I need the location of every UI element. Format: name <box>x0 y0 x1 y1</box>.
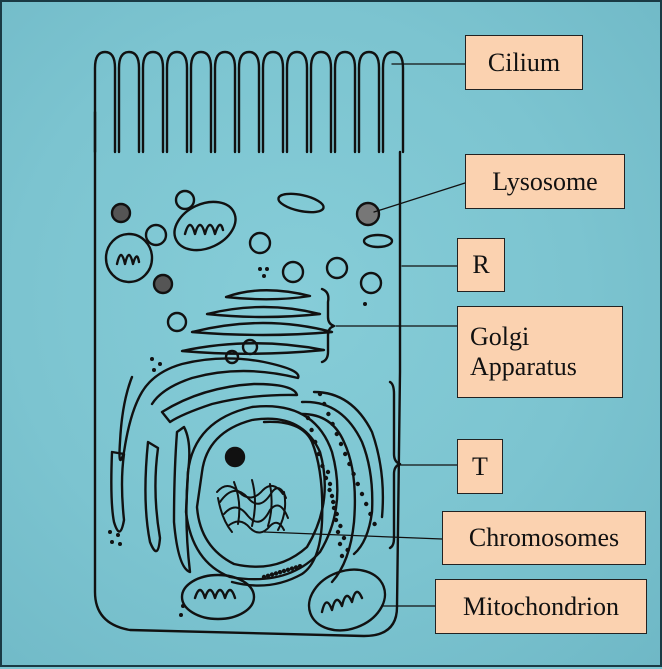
ribosome-dot <box>372 521 377 527</box>
cilium-projection <box>357 50 381 154</box>
ribosome-dot <box>330 421 335 427</box>
ribosome-dot <box>368 511 373 517</box>
cilium-projection <box>141 50 165 154</box>
small-elongated-vesicle <box>362 233 394 249</box>
label-r: R <box>457 238 505 292</box>
label-chromosomes-text: Chromosomes <box>468 523 620 553</box>
ribosome-dot <box>317 391 323 397</box>
cilium-projection <box>165 50 189 154</box>
ribosome-dot <box>335 529 341 535</box>
ribosome-dot <box>327 481 333 487</box>
ribosome-dot <box>338 523 343 529</box>
ribosome-dot <box>320 463 325 469</box>
ribosome-dot <box>331 499 336 505</box>
ribosome-dot <box>297 564 303 569</box>
cilium-projection <box>285 50 309 154</box>
ribosome-dot <box>305 415 311 421</box>
ribosome-dot <box>338 441 344 447</box>
rough-er <box>230 390 385 587</box>
t-bracket <box>388 380 402 550</box>
ribosome-dot <box>281 568 287 574</box>
ribosome-dot <box>329 493 335 499</box>
label-lysosome-text: Lysosome <box>492 166 598 196</box>
ribosome-dot <box>355 481 360 487</box>
ribosomes <box>261 391 377 580</box>
golgi-bracket <box>320 287 336 364</box>
chromosomes <box>216 479 289 534</box>
ribosome-dot <box>316 451 321 457</box>
ribosome-dot <box>334 511 339 517</box>
ribosome-dot <box>331 505 337 511</box>
ribosome-dot <box>269 572 275 577</box>
ribosome-dot <box>343 451 348 457</box>
leader-lines <box>263 63 466 607</box>
label-mitochondrion: Mitochondrion <box>435 579 647 634</box>
ribosome-dot <box>313 439 318 445</box>
cilium-projection <box>117 50 141 154</box>
ribosome-dot <box>289 566 295 571</box>
label-lysosome: Lysosome <box>465 154 625 209</box>
label-golgi-line2: Apparatus <box>470 352 577 381</box>
ribosome-dot <box>326 411 331 417</box>
ribosome-dot <box>322 401 327 407</box>
ribosome-dot <box>351 471 356 477</box>
mitochondria <box>104 200 387 632</box>
cilium-projection <box>237 50 261 154</box>
label-chromosomes: Chromosomes <box>442 511 646 565</box>
label-cilium-text: Cilium <box>487 47 561 77</box>
golgi-apparatus <box>180 289 334 355</box>
ribosome-dot <box>325 469 331 475</box>
ribosome-dot <box>333 517 339 523</box>
cell-membrane <box>93 110 402 638</box>
cilium-projection <box>333 50 357 154</box>
label-mitochondrion-text: Mitochondrion <box>463 591 619 621</box>
ribosome-dot <box>341 535 347 541</box>
cilia <box>93 50 405 154</box>
ribosome-dot <box>339 553 345 559</box>
ribosome-dot <box>309 427 314 433</box>
label-r-text: R <box>472 250 490 280</box>
ribosome-dot <box>277 570 283 575</box>
label-t-text: T <box>472 451 488 481</box>
ribosome-dot <box>345 547 350 553</box>
ribosome-dot <box>293 565 299 570</box>
ribosome-dot <box>337 541 343 547</box>
label-golgi-line1: Golgi <box>470 322 530 352</box>
ribosome-dot <box>334 431 339 437</box>
ribosome-dot <box>261 574 267 580</box>
ribosome-dot <box>285 567 291 572</box>
lysosomes <box>110 201 381 295</box>
cilium-projection <box>381 50 405 154</box>
label-t: T <box>457 439 503 494</box>
cilium-projection <box>213 50 237 154</box>
ribosome-dot <box>327 487 332 493</box>
ribosome-dot <box>359 491 365 497</box>
ribosome-dot <box>347 461 352 467</box>
ribosome-dot <box>364 501 369 507</box>
cilium-projection <box>261 50 285 154</box>
ribosome-dot <box>273 571 279 576</box>
ribosome-dot <box>265 573 271 578</box>
elongated-vesicle <box>277 192 325 214</box>
cilium-projection <box>189 50 213 154</box>
cilium-projection <box>93 50 117 154</box>
cilium-projection <box>309 50 333 154</box>
label-cilium: Cilium <box>465 35 583 90</box>
granules <box>108 267 367 617</box>
nucleus <box>184 405 339 581</box>
ribosome-dot <box>323 475 329 481</box>
smooth-er <box>110 357 300 574</box>
label-golgi-apparatus: Golgi Apparatus <box>457 306 623 398</box>
